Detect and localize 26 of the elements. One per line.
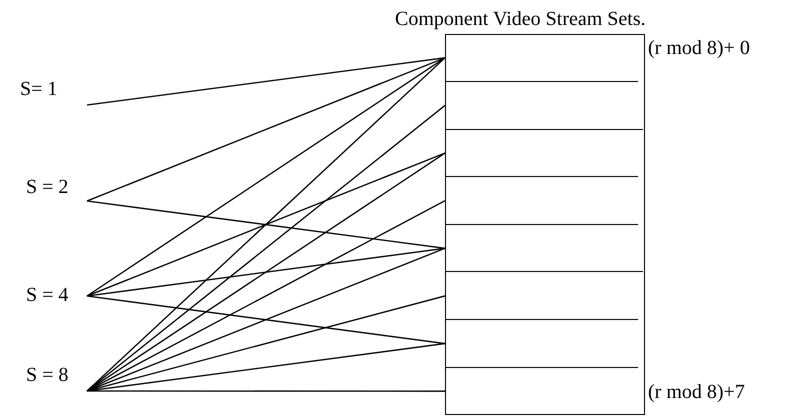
stream-label: S = 2 [26,176,68,198]
stream-label: S = 4 [26,284,68,306]
connector-line [86,248,446,392]
slot-box [445,272,645,320]
connector-line [86,200,446,392]
slot-box [445,224,645,272]
connector-line [87,390,445,392]
connector-line [86,295,446,344]
slot-box [445,320,645,368]
connector-line [86,200,446,249]
connector-line [86,342,446,392]
slot-box [445,82,645,130]
slot-box [445,176,645,224]
connector-line [86,248,446,297]
slot-index-label: (r mod 8)+7 [648,381,745,403]
box-heading: Component Video Stream Sets. [395,8,646,30]
connector-line [86,152,446,297]
connector-line [86,57,446,106]
connector-line [86,152,446,392]
connector-line [86,57,446,297]
connector-line [86,295,446,392]
slot-index-label: (r mod 8)+ 0 [648,37,750,59]
stream-label: S = 8 [26,364,68,386]
connector-line [86,57,446,202]
slot-box [445,129,645,177]
stream-label: S= 1 [20,78,58,100]
